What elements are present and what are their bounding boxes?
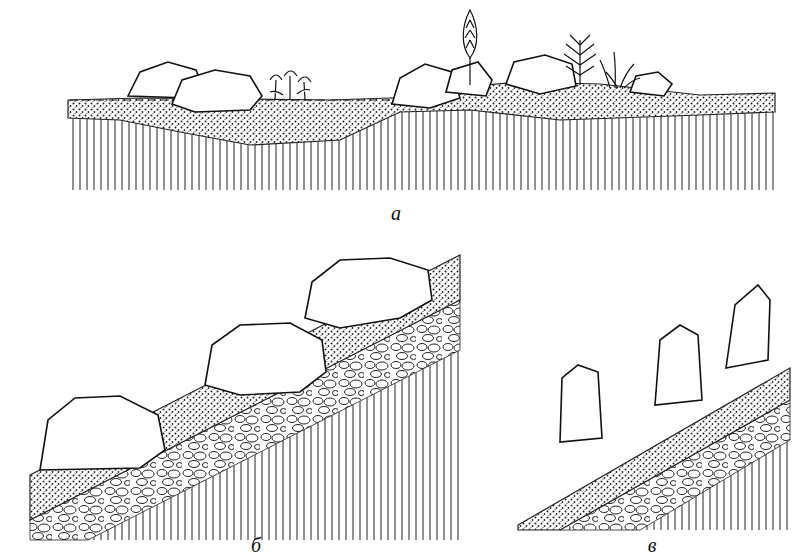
panel-letter: в — [648, 535, 657, 555]
panel-letter: б — [251, 535, 261, 555]
panel-a — [68, 10, 775, 190]
panel-c — [518, 285, 790, 530]
panel-b — [30, 255, 460, 540]
panel-letter: а — [391, 203, 401, 223]
